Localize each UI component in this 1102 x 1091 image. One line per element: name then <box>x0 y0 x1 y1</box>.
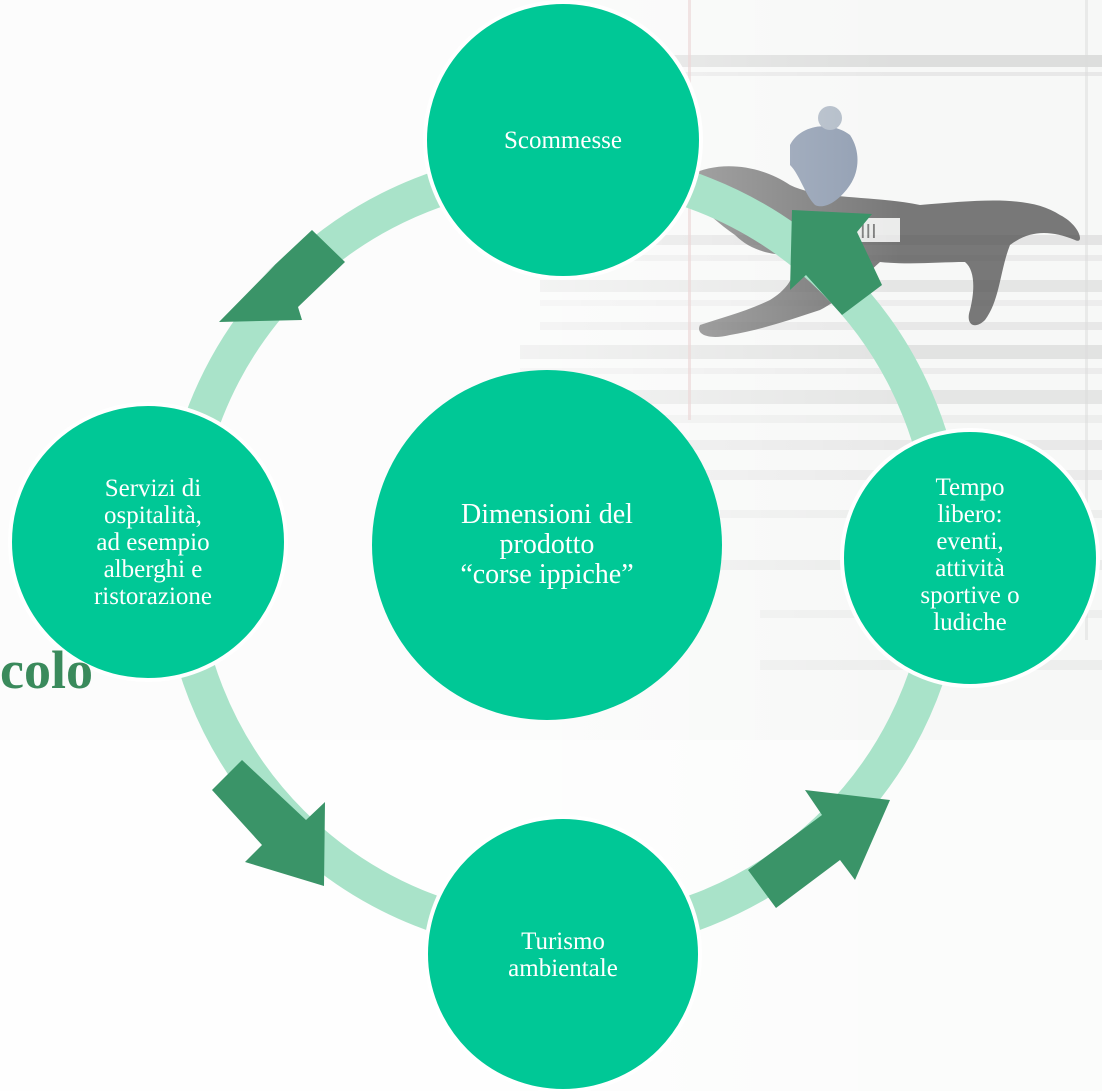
node-bottom-label: Turismo ambientale <box>508 928 618 982</box>
node-right-label: Tempo libero: eventi, attività sportive … <box>920 474 1020 636</box>
node-top-label: Scommesse <box>503 126 623 154</box>
node-left-circle <box>8 402 288 682</box>
side-title-fragment: colo <box>0 640 93 700</box>
node-right-circle <box>840 428 1100 688</box>
arrow-right-to-top <box>790 210 882 315</box>
center-label: Dimensioni del prodotto “corse ippiche” <box>460 499 634 590</box>
node-top-circle <box>423 0 703 280</box>
arrow-bottom-to-right <box>748 790 890 908</box>
arrow-left-to-bottom <box>212 760 325 886</box>
center-circle <box>372 370 722 720</box>
node-left-label: Servizi di ospitalità, ad esempio alberg… <box>93 474 212 610</box>
node-bottom-circle <box>424 815 702 1091</box>
arrow-top-to-left <box>219 230 345 322</box>
